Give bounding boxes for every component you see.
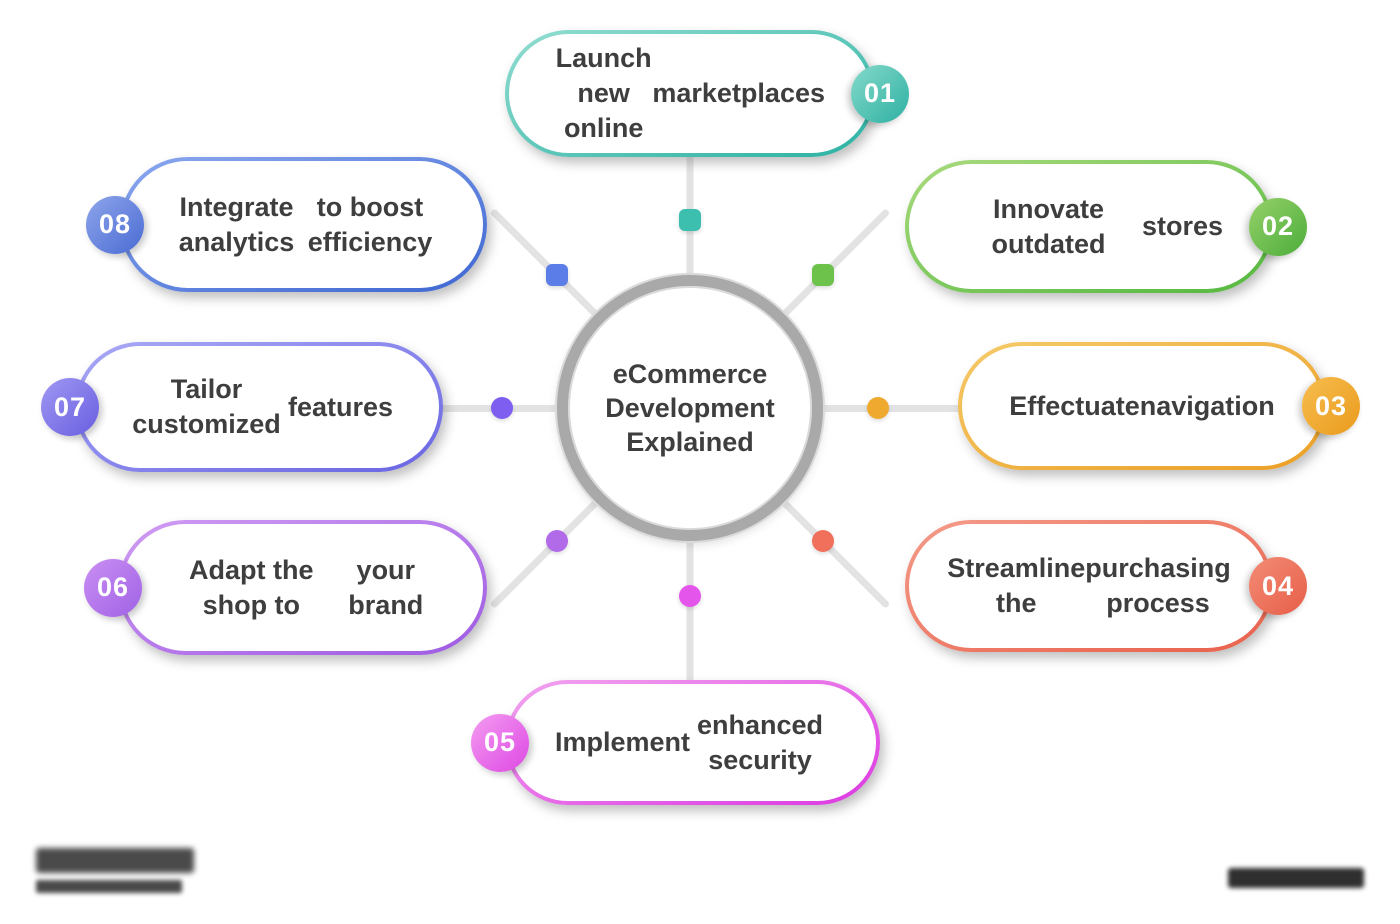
brand-logo-wordmark-blurred	[36, 848, 194, 873]
step-number-badge-06: 06	[84, 558, 142, 617]
node-marker-02	[812, 264, 834, 286]
node-marker-07	[491, 397, 513, 419]
step-number-badge-08: 08	[86, 195, 144, 254]
node-marker-03	[867, 397, 889, 419]
brand-logo-blurred	[36, 848, 194, 893]
hub-circle: eCommerce Development Explained	[557, 275, 823, 541]
node-marker-06	[546, 530, 568, 552]
watermark-wordmark-blurred	[1228, 868, 1364, 888]
hub-title: eCommerce Development Explained	[605, 359, 775, 457]
node-marker-04	[812, 530, 834, 552]
step-number-badge-03: 03	[1302, 377, 1360, 435]
node-marker-08	[546, 264, 568, 286]
brand-logo-tagline-blurred	[36, 880, 182, 893]
node-marker-01	[679, 209, 701, 231]
step-number-badge-07: 07	[41, 378, 99, 436]
node-marker-05	[679, 585, 701, 607]
step-number-badge-02: 02	[1249, 197, 1307, 256]
step-number-badge-04: 04	[1249, 557, 1307, 615]
step-number-badge-01: 01	[851, 64, 909, 123]
step-number-badge-05: 05	[471, 713, 529, 772]
